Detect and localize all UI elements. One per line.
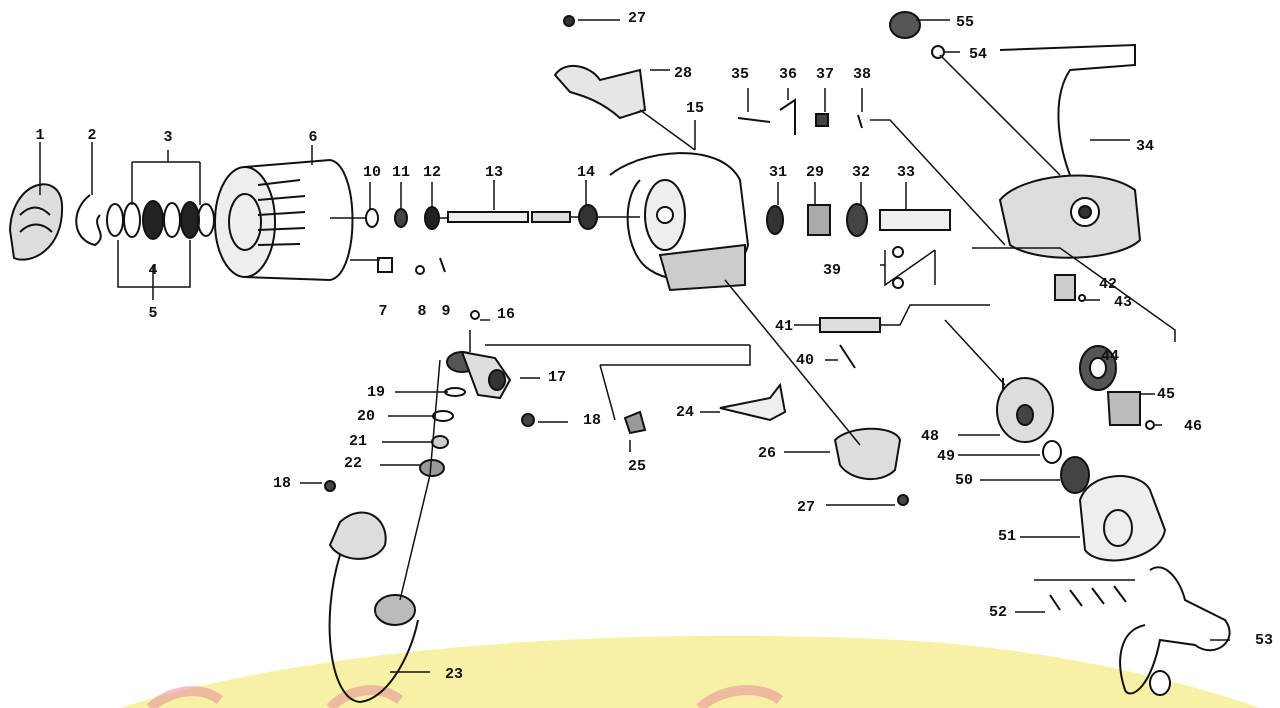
callout-label-c42: 42 <box>1099 276 1117 293</box>
part-18-screw-b <box>324 480 336 492</box>
part-51-side-cover <box>1078 475 1167 562</box>
callout-label-c27b: 27 <box>797 499 815 516</box>
part-29-33-pinion <box>766 203 951 237</box>
part-3-4-washers <box>106 200 215 240</box>
part-34-body <box>998 43 1142 259</box>
part-23-bail-wire <box>328 511 419 704</box>
callout-label-c53: 53 <box>1255 632 1273 649</box>
callout-label-c45: 45 <box>1157 386 1175 403</box>
callout-label-c18b: 18 <box>273 475 291 492</box>
callout-label-c29: 29 <box>806 164 824 181</box>
part-48-drive-gear <box>996 377 1054 443</box>
callout-label-c26: 26 <box>758 445 776 462</box>
part-18-screw-a <box>521 413 535 427</box>
callout-label-c48: 48 <box>921 428 939 445</box>
part-16-screw <box>470 310 480 320</box>
part-1-drag-knob <box>8 183 64 261</box>
callout-label-c36: 36 <box>779 66 797 83</box>
callout-label-c44: 44 <box>1101 348 1119 365</box>
part-53-handle <box>1119 566 1231 696</box>
part-15-rotor <box>609 152 750 292</box>
callout-label-c2: 2 <box>87 127 96 144</box>
part-54-55-cap <box>889 11 945 59</box>
callout-label-c54: 54 <box>969 46 987 63</box>
part-45-46 <box>1106 391 1155 430</box>
part-13-main-shaft <box>447 211 571 223</box>
callout-label-c49: 49 <box>937 448 955 465</box>
part-14-nut <box>578 204 598 230</box>
callout-label-c20: 20 <box>357 408 375 425</box>
callout-label-c19: 19 <box>367 384 385 401</box>
callout-label-c32: 32 <box>852 164 870 181</box>
callout-label-c39: 39 <box>823 262 841 279</box>
callout-label-c50: 50 <box>955 472 973 489</box>
part-39-screws <box>892 246 904 289</box>
callout-label-c31: 31 <box>769 164 787 181</box>
callout-label-c23: 23 <box>445 666 463 683</box>
callout-label-c4: 4 <box>148 262 157 279</box>
callout-label-c18a: 18 <box>583 412 601 429</box>
callout-label-c14: 14 <box>577 164 595 181</box>
callout-label-c33: 33 <box>897 164 915 181</box>
callout-label-c1: 1 <box>35 127 44 144</box>
callout-label-c16: 16 <box>497 306 515 323</box>
callout-label-c37: 37 <box>816 66 834 83</box>
callout-label-c3: 3 <box>163 129 172 146</box>
part-10-11-12-washers <box>365 206 440 230</box>
callout-label-c5: 5 <box>148 305 157 322</box>
part-25-spring <box>623 410 647 435</box>
callout-label-c21: 21 <box>349 433 367 450</box>
callout-label-c35: 35 <box>731 66 749 83</box>
part-42-43 <box>1054 274 1086 302</box>
callout-label-c38: 38 <box>853 66 871 83</box>
part-27-screw-bottom <box>897 494 909 506</box>
callout-label-c7: 7 <box>378 303 387 320</box>
callout-label-c34: 34 <box>1136 138 1154 155</box>
callout-label-c43: 43 <box>1114 294 1132 311</box>
callout-label-c15: 15 <box>686 100 704 117</box>
part-7-8-9 <box>377 257 446 275</box>
callout-label-c27a: 27 <box>628 10 646 27</box>
callout-label-c41: 41 <box>775 318 793 335</box>
callout-label-c8: 8 <box>417 303 426 320</box>
parts <box>8 11 1231 704</box>
watermark <box>120 635 1260 708</box>
callout-label-c46: 46 <box>1184 418 1202 435</box>
callout-label-c13: 13 <box>485 164 503 181</box>
callout-label-c51: 51 <box>998 528 1016 545</box>
callout-label-c28: 28 <box>674 65 692 82</box>
part-50-bearing <box>1060 456 1090 494</box>
callout-label-c52: 52 <box>989 604 1007 621</box>
part-49-washer <box>1042 440 1062 464</box>
part-28-bail-arm <box>553 65 647 120</box>
callout-label-c6: 6 <box>308 129 317 146</box>
callout-label-c24: 24 <box>676 404 694 421</box>
part-52-screws <box>1049 585 1127 611</box>
callout-label-c40: 40 <box>796 352 814 369</box>
callout-label-c17: 17 <box>548 369 566 386</box>
callout-label-c22: 22 <box>344 455 362 472</box>
callout-label-c55: 55 <box>956 14 974 31</box>
part-21-bushing <box>431 435 449 449</box>
part-44-gear <box>1079 345 1117 391</box>
part-35-38 <box>737 98 863 135</box>
part-24-trip-lever <box>719 382 787 422</box>
part-6-spool <box>214 158 354 282</box>
part-26-bail-holder <box>833 427 902 481</box>
callout-label-c25: 25 <box>628 458 646 475</box>
part-27-screw-top <box>563 15 575 27</box>
part-2-clip <box>75 194 102 247</box>
part-22-roller <box>419 459 445 477</box>
callout-label-c11: 11 <box>392 164 410 181</box>
part-17-line-roller <box>446 350 512 400</box>
callout-label-c9: 9 <box>441 303 450 320</box>
leader-lines <box>39 19 1230 673</box>
callout-label-c10: 10 <box>363 164 381 181</box>
callout-label-c12: 12 <box>423 164 441 181</box>
